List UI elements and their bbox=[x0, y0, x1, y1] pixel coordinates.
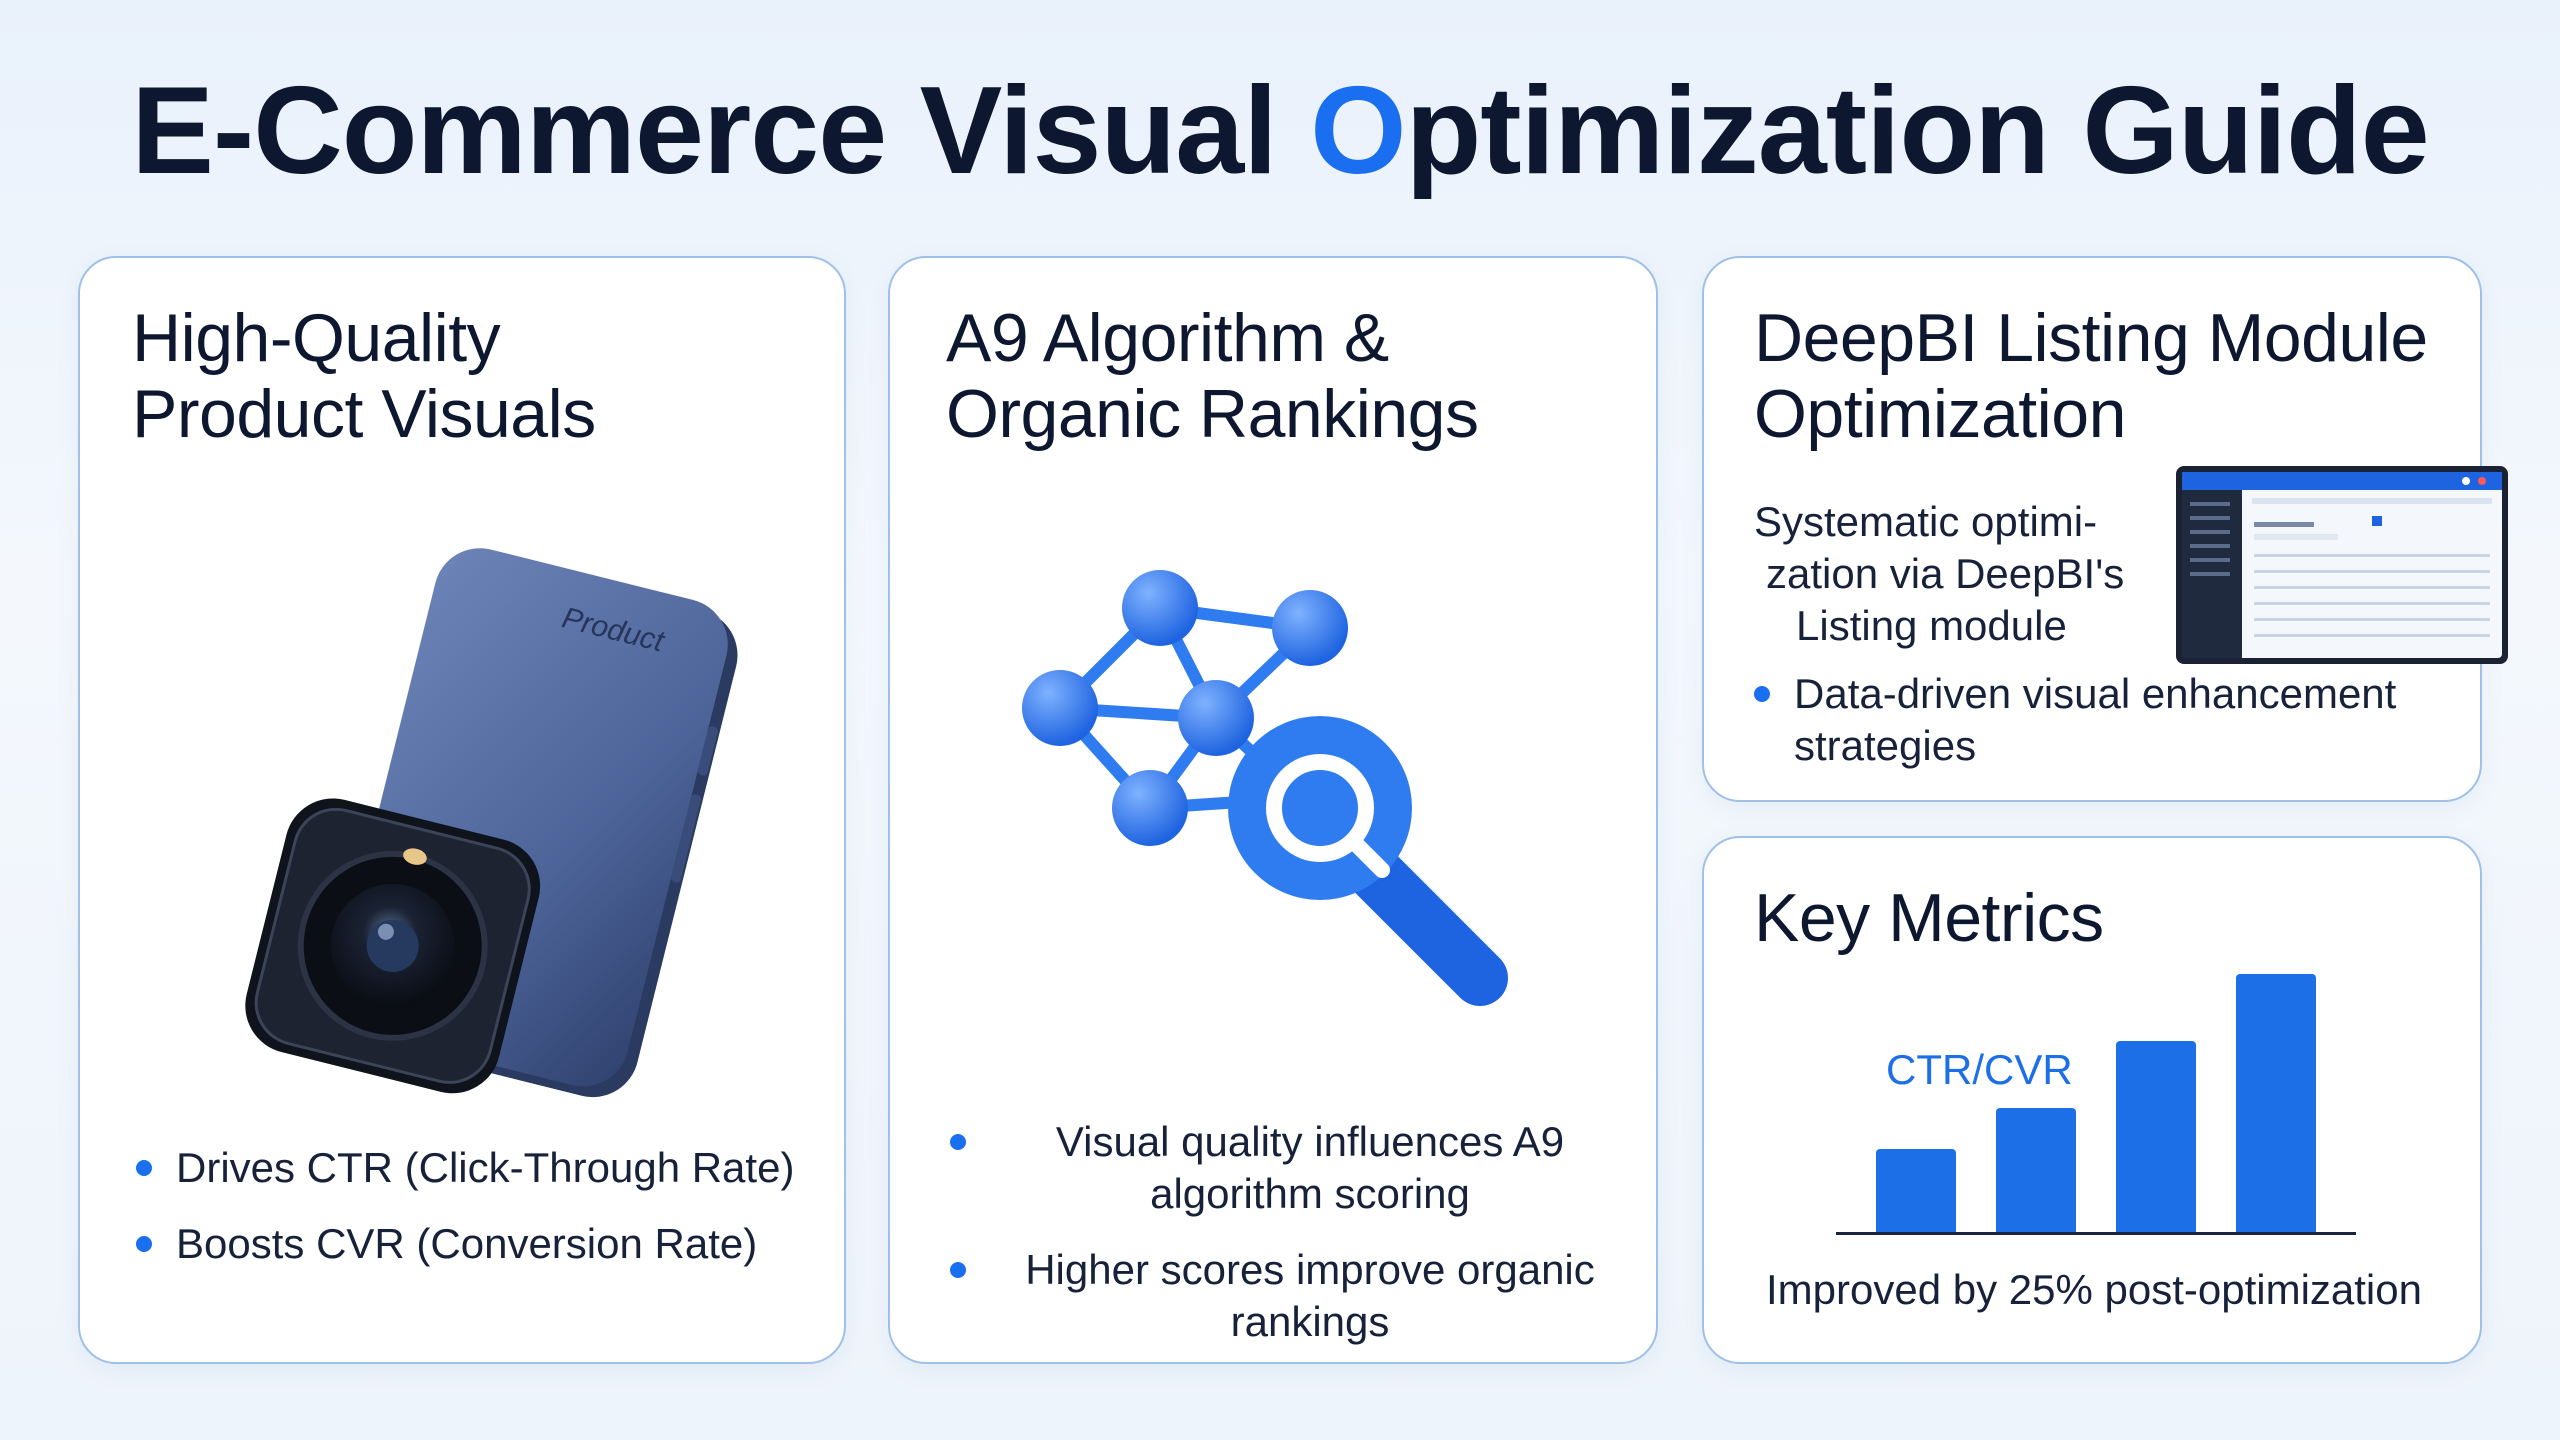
chart-bar-1 bbox=[1876, 1149, 1956, 1232]
chart-annotation: CTR/CVR bbox=[1886, 1046, 2073, 1093]
bullet-text: Data-driven visual enhancement bbox=[1794, 670, 2397, 717]
chart-caption: Improved by 25% post-optimization bbox=[1766, 1266, 2422, 1313]
card-title-line: High-Quality bbox=[132, 300, 501, 376]
card-title: A9 Algorithm & Organic Rankings bbox=[946, 300, 1479, 452]
dashboard-screenshot-icon bbox=[2176, 466, 2508, 664]
chart-bar-2 bbox=[1996, 1108, 2076, 1232]
card-title-line: A9 Algorithm & bbox=[946, 300, 1389, 376]
bullet-dot-icon bbox=[1754, 686, 1770, 702]
bullet-list: Visual quality influences A9 algorithm sc… bbox=[950, 1116, 1630, 1372]
card-title-line: Organic Rankings bbox=[946, 376, 1479, 452]
description-line: Systematic optimi- bbox=[1754, 498, 2098, 545]
bullet-list: Data-driven visual enhancement strategies bbox=[1754, 668, 2454, 796]
network-search-icon bbox=[1022, 570, 1508, 1006]
chart-area bbox=[1836, 974, 2356, 1232]
bullet-text: Drives CTR (Click-Through Rate) bbox=[176, 1144, 795, 1191]
card-title-line: DeepBI Listing Module bbox=[1754, 300, 2428, 376]
chart-baseline bbox=[1836, 1232, 2356, 1235]
card-title-line: Product Visuals bbox=[132, 376, 596, 452]
description-line: zation via DeepBI's bbox=[1766, 550, 2125, 597]
list-item: Higher scores improve organic rankings bbox=[950, 1244, 1630, 1348]
card-key-metrics: Key Metrics CTR/CVR Improved by 25% post… bbox=[1702, 836, 2482, 1364]
card-title: High-Quality Product Visuals bbox=[132, 300, 596, 452]
list-item: Visual quality influences A9 algorithm sc… bbox=[950, 1116, 1630, 1220]
card-title: Key Metrics bbox=[1754, 880, 2104, 956]
card-a9-algorithm: A9 Algorithm & Organic Rankings bbox=[888, 256, 1658, 1364]
chart-bar-4 bbox=[2236, 974, 2316, 1232]
bullet-list: Drives CTR (Click-Through Rate) Boosts C… bbox=[136, 1142, 836, 1294]
camera-device-illustration: Product bbox=[245, 548, 738, 1098]
list-item: Data-driven visual enhancement strategies bbox=[1754, 668, 2454, 772]
bullet-dot-icon bbox=[950, 1262, 966, 1278]
bullet-text: Visual quality influences A9 bbox=[1055, 1118, 1565, 1165]
bullet-text: Boosts CVR (Conversion Rate) bbox=[176, 1220, 758, 1267]
bullet-text: strategies bbox=[1794, 722, 1977, 769]
title-accent-letter: O bbox=[1310, 62, 1406, 200]
title-text-end: ptimization Guide bbox=[1405, 62, 2430, 200]
bullet-dot-icon bbox=[950, 1134, 966, 1150]
bullet-text: algorithm scoring bbox=[1150, 1170, 1470, 1217]
card-title-line: Optimization bbox=[1754, 376, 2126, 452]
page-title: E-Commerce Visual Optimization Guide bbox=[0, 60, 2560, 202]
bullet-text: Higher scores improve organic bbox=[1025, 1246, 1595, 1293]
deepbi-description: Systematic optimi- zation via DeepBI's L… bbox=[1754, 496, 2124, 652]
chart-bar-3 bbox=[2116, 1041, 2196, 1232]
card-title: DeepBI Listing Module Optimization bbox=[1754, 300, 2428, 452]
bullet-text: rankings bbox=[1230, 1298, 1390, 1345]
list-item: Drives CTR (Click-Through Rate) bbox=[136, 1142, 836, 1194]
description-line: Listing module bbox=[1796, 602, 2067, 649]
list-item: Boosts CVR (Conversion Rate) bbox=[136, 1218, 836, 1270]
title-text-start: E-Commerce Visual bbox=[131, 62, 1311, 200]
card-product-visuals: High-Quality Product Visuals Product bbox=[78, 256, 846, 1364]
bullet-dot-icon bbox=[136, 1236, 152, 1252]
bullet-dot-icon bbox=[136, 1160, 152, 1176]
